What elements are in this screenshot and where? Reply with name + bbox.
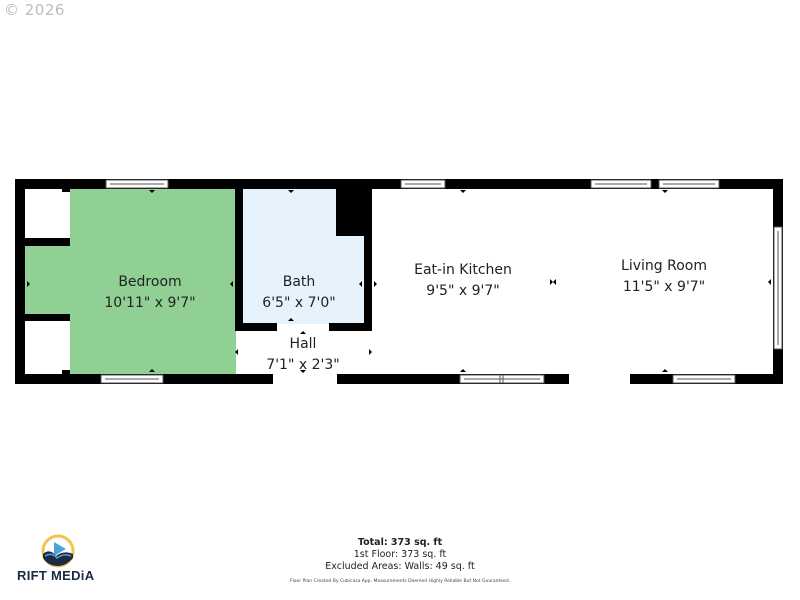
rift-media-logo-icon: [41, 534, 75, 568]
room-name: Hall: [289, 336, 317, 352]
logo-text: RIFT MEDiA: [17, 568, 95, 583]
room-label-bath: Bath 6'5" x 7'0": [262, 272, 335, 314]
bath-fill: [243, 188, 364, 324]
room-name: Bath: [282, 274, 316, 290]
disclaimer-text: Floor Plan Created By Cubicasa App. Meas…: [289, 579, 511, 584]
bedroom-alcove-fill: [24, 246, 70, 314]
dimension-markers: [27, 190, 771, 373]
copyright-text: © 2026: [4, 1, 65, 19]
room-label-living-room: Living Room 11'5" x 9'7": [621, 256, 707, 298]
room-dimensions: 11'5" x 9'7": [622, 279, 706, 295]
bedroom-fill: [70, 188, 236, 374]
room-name: Bedroom: [118, 274, 182, 290]
area-totals: Total: 373 sq. ft 1st Floor: 373 sq. ft …: [325, 537, 474, 573]
room-dimensions: 9'5" x 9'7": [426, 283, 500, 299]
room-fills: [24, 188, 364, 374]
room-name: Eat-in Kitchen: [414, 262, 512, 278]
room-label-kitchen: Eat-in Kitchen 9'5" x 9'7": [414, 260, 512, 302]
room-label-hall: Hall 7'1" x 2'3": [266, 334, 339, 376]
total-area: Total: 373 sq. ft: [357, 537, 443, 548]
room-dimensions: 7'1" x 2'3": [266, 357, 340, 373]
room-label-bedroom: Bedroom 10'11" x 9'7": [104, 272, 195, 314]
room-dimensions: 10'11" x 9'7": [104, 295, 196, 311]
windows: [100, 179, 783, 384]
floor-1-area: 1st Floor: 373 sq. ft: [353, 549, 447, 560]
room-name: Living Room: [621, 258, 707, 274]
excluded-area: Excluded Areas: Walls: 49 sq. ft: [325, 561, 475, 572]
room-dimensions: 6'5" x 7'0": [262, 295, 336, 311]
